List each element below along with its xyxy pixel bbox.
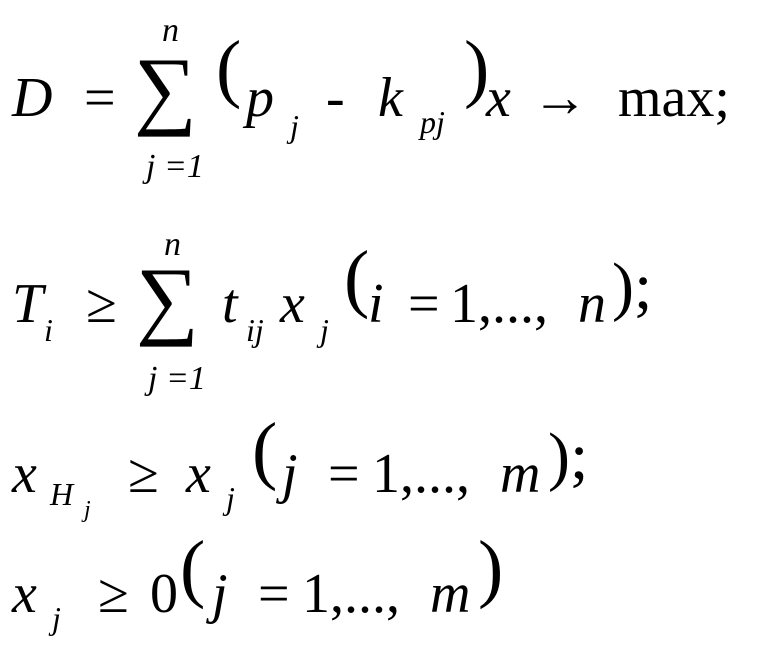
upper-bound-geq: ≥ [128, 443, 159, 505]
nonneg-lhs-subscript: j [52, 600, 61, 636]
objective-equals: = [84, 67, 116, 129]
time-condition-index: i [368, 273, 384, 335]
nonneg-condition-end: m [430, 563, 471, 625]
objective-minus: - [326, 67, 345, 129]
objective-cost: k [378, 67, 403, 129]
upper-bound-variable: x [186, 443, 211, 505]
objective-max: max; [618, 67, 730, 129]
objective-arrow: → [532, 67, 588, 129]
nonneg-lhs: x [12, 563, 37, 625]
nonneg-left-paren: ( [180, 526, 206, 610]
time-lhs-subscript: i [44, 312, 53, 348]
time-sum-lower-limit: j =1 [148, 360, 206, 397]
objective-lhs: D [12, 67, 53, 129]
objective-price: p [246, 67, 274, 129]
time-condition-equals: = [408, 273, 440, 335]
upper-bound-lhs-subsubscript: j [84, 497, 91, 523]
time-right-paren: ); [612, 250, 653, 323]
time-condition-end: n [578, 273, 606, 335]
time-sum-upper-limit: n [164, 226, 181, 263]
time-variable: x [280, 273, 305, 335]
time-geq: ≥ [86, 273, 117, 335]
objective-price-subscript: j [290, 108, 299, 144]
objective-sum-upper-limit: n [162, 12, 179, 49]
time-lhs: T [12, 273, 44, 335]
time-coefficient: t [222, 273, 238, 335]
nonneg-condition-range: 1,..., [302, 563, 400, 625]
objective-cost-subscript: pj [420, 104, 445, 140]
time-variable-subscript: j [320, 312, 329, 348]
upper-bound-condition-range: 1,..., [372, 443, 470, 505]
time-summation-sign: ∑ [136, 251, 199, 348]
objective-variable: x [486, 67, 511, 129]
time-coefficient-subscript: ij [246, 312, 264, 348]
objective-left-paren: ( [216, 26, 242, 110]
upper-bound-condition-end: m [500, 443, 541, 505]
nonneg-geq: ≥ [98, 563, 129, 625]
nonneg-condition-index: j [212, 563, 228, 625]
time-left-paren: ( [344, 236, 370, 320]
upper-bound-variable-subscript: j [226, 480, 235, 516]
upper-bound-lhs: x [12, 443, 37, 505]
upper-bound-right-paren: ); [548, 420, 589, 493]
upper-bound-lhs-subscript: H [50, 476, 74, 512]
nonneg-zero: 0 [150, 563, 178, 625]
nonneg-right-paren: ) [478, 526, 504, 610]
upper-bound-left-paren: ( [252, 408, 278, 492]
nonneg-condition-equals: = [258, 563, 290, 625]
upper-bound-condition-equals: = [328, 443, 360, 505]
objective-right-paren: ) [464, 26, 490, 110]
time-condition-range: 1,..., [450, 273, 548, 335]
objective-sum-lower-limit: j =1 [146, 148, 204, 185]
upper-bound-condition-index: j [282, 443, 298, 505]
objective-summation-sign: ∑ [134, 41, 197, 138]
